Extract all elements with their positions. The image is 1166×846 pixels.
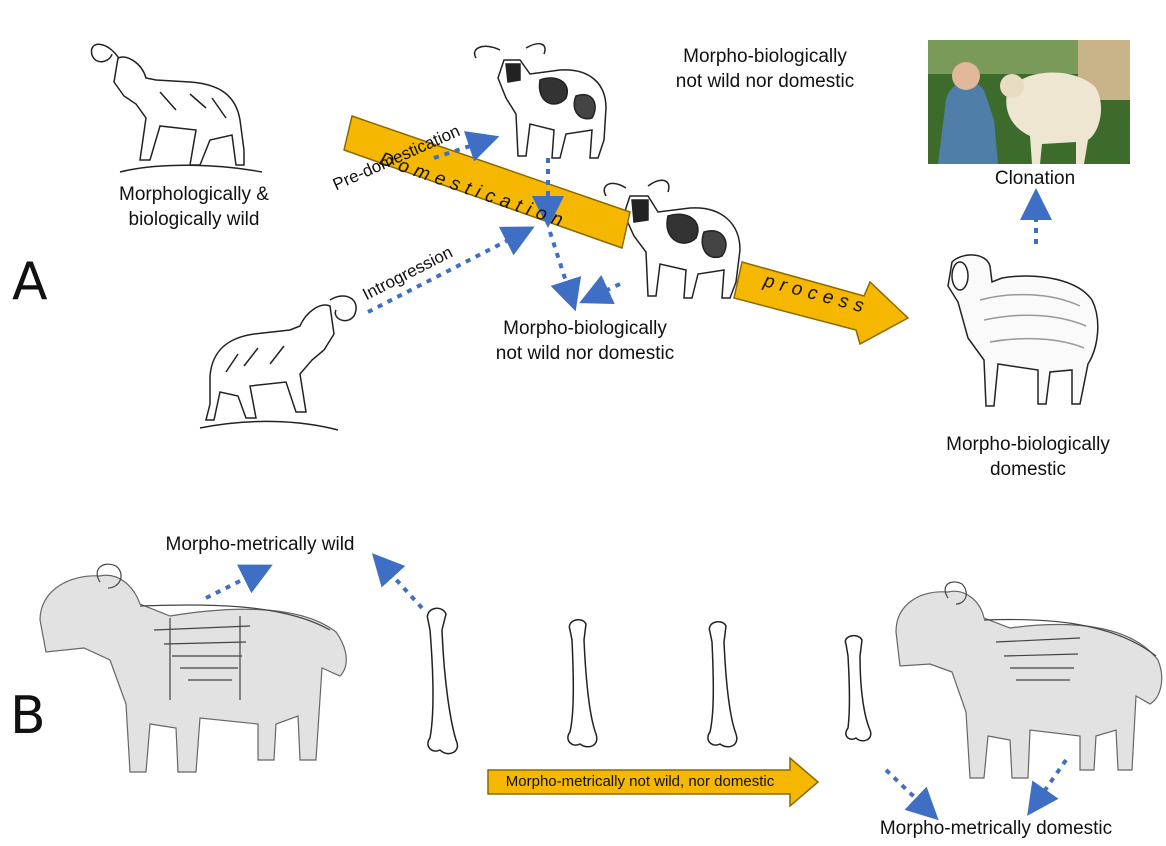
wild-ram-introgression-illustration — [200, 296, 356, 430]
domestic-label: Morpho-biologically domestic — [928, 432, 1128, 482]
metrically-domestic-label: Morpho-metrically domestic — [846, 816, 1146, 841]
clonation-photo — [928, 40, 1130, 164]
top-intermediate-label: Morpho-biologically not wild nor domesti… — [660, 44, 870, 94]
panel-letter-a: A — [12, 252, 48, 312]
wild-ram-illustration — [91, 44, 262, 172]
clonation-label: Clonation — [990, 166, 1080, 191]
mid-intermediate-label: Morpho-biologically not wild nor domesti… — [480, 316, 690, 366]
wild-label: Morphologically & biologically wild — [104, 182, 284, 232]
pre-domestic-sheep-illustration — [475, 44, 606, 158]
domestication-band — [344, 116, 630, 248]
domestic-sheep-illustration — [948, 255, 1098, 406]
femur-bones — [427, 608, 870, 753]
metrically-intermediate-label: Morpho-metrically not wild, nor domestic — [490, 770, 790, 794]
wild-skeleton-illustration — [40, 564, 346, 772]
panel-letter-b: B — [10, 686, 46, 746]
domestic-skeleton-illustration — [896, 582, 1162, 778]
metrically-wild-label: Morpho-metrically wild — [140, 532, 380, 557]
